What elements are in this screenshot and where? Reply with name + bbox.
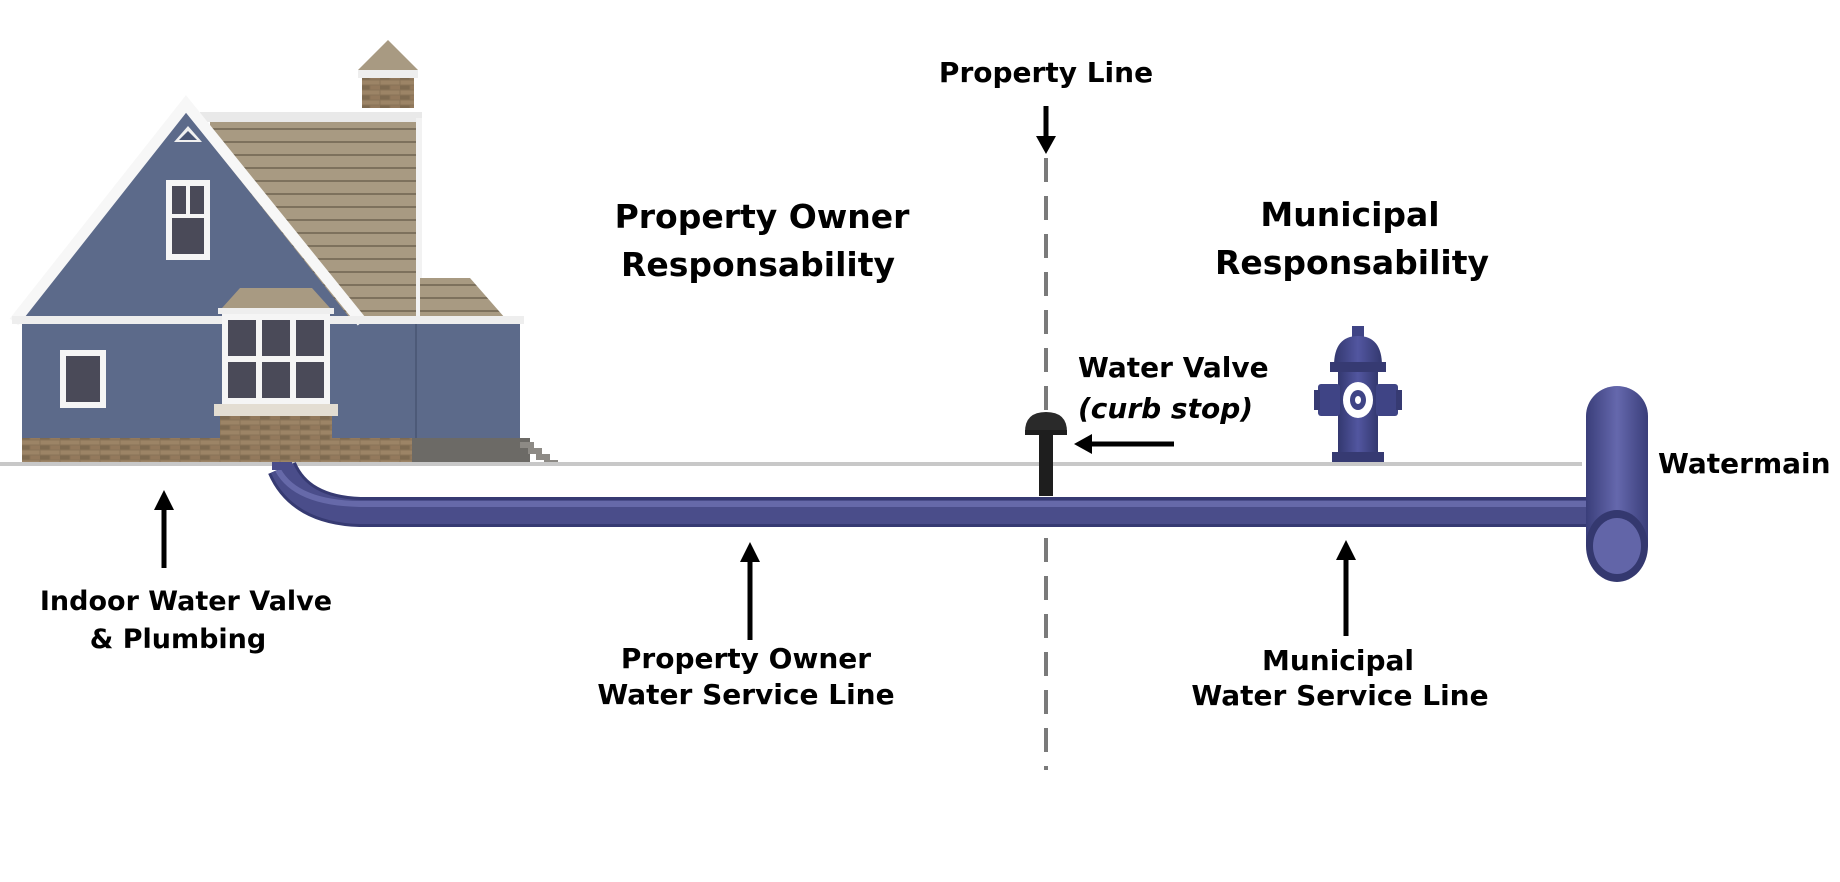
ground-line (0, 462, 1582, 466)
valve-arrow (1074, 434, 1174, 454)
bay-window (214, 288, 338, 462)
municipal-responsibility-title-line1: Municipal (1260, 195, 1439, 234)
municipal-service-line-arrow (1336, 540, 1356, 636)
water-valve-label: Water Valve (1078, 351, 1269, 384)
owner-responsibility-title-line1: Property Owner (615, 197, 911, 236)
watermain-pipe-icon (1586, 386, 1648, 582)
owner-service-line-label-line1: Property Owner (621, 642, 871, 675)
property-line-label: Property Line (939, 56, 1153, 89)
house-side-roof (420, 278, 505, 318)
attic-window (166, 180, 210, 260)
house-right-wing (340, 318, 520, 438)
curb-stop-valve-icon (1025, 412, 1067, 496)
municipal-responsibility-title-line2: Responsability (1215, 243, 1489, 282)
house-steps (412, 438, 558, 464)
owner-service-line-label-line2: Water Service Line (597, 678, 894, 711)
property-line-arrow (1036, 106, 1056, 154)
chimney (358, 40, 418, 108)
indoor-valve-label-line2: & Plumbing (90, 624, 266, 655)
indoor-valve-label-line1: Indoor Water Valve (40, 586, 332, 617)
house-illustration (9, 40, 558, 464)
municipal-service-line-label-line1: Municipal (1262, 644, 1414, 677)
municipal-service-line-label-line2: Water Service Line (1191, 679, 1488, 712)
watermain-label: Watermain (1658, 447, 1831, 480)
owner-service-line-arrow (740, 542, 760, 640)
water-service-pipe (268, 461, 1596, 527)
side-window (60, 350, 106, 408)
fire-hydrant-icon (1314, 326, 1402, 462)
owner-responsibility-title-line2: Responsability (621, 245, 895, 284)
indoor-valve-arrow (154, 490, 174, 568)
curb-stop-label: (curb stop) (1078, 392, 1253, 425)
